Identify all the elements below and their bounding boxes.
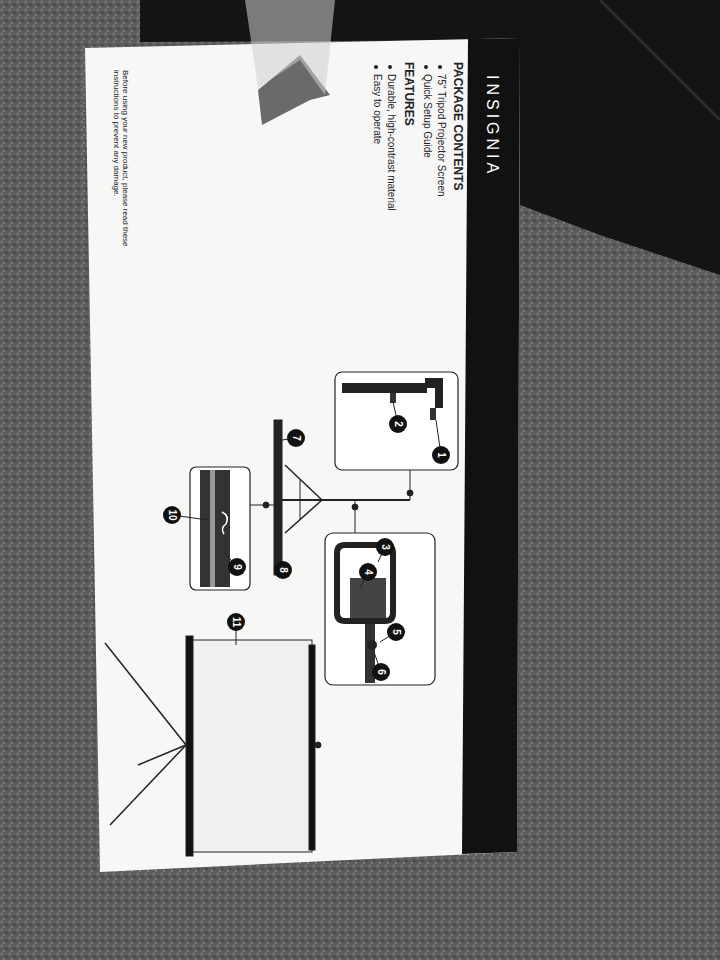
callout-text: 6 — [376, 669, 386, 675]
tape — [245, 0, 335, 95]
callout-number: 8 — [274, 561, 292, 579]
paper-sheet — [85, 38, 520, 872]
callout-text: 10 — [167, 509, 177, 520]
callout-number: 7 — [287, 429, 305, 447]
bullet-item: 75" Tripod Projector Screen — [436, 74, 448, 197]
callout-number: 4 — [359, 563, 377, 581]
brand-band — [462, 38, 520, 854]
callout-text: 2 — [393, 421, 403, 427]
bracket-inset — [335, 372, 458, 470]
bullet-item: Easy to operate — [372, 74, 384, 144]
bullet-dot — [439, 65, 443, 69]
callout-number: 10 — [163, 506, 181, 524]
callout-text: 7 — [291, 435, 301, 441]
handle-inset — [325, 533, 435, 685]
callout-text: 4 — [363, 569, 373, 575]
bullet-item: Durable, high-contrast material — [386, 74, 398, 211]
bullet-dot — [425, 65, 429, 69]
note-text: Before using your new product, please re… — [112, 70, 130, 260]
brand-title: INSIGNIA — [483, 75, 501, 177]
callout-text: 9 — [232, 564, 242, 570]
callout-text: 1 — [436, 452, 446, 458]
section-heading: PACKAGE CONTENTS — [450, 62, 464, 190]
callout-text: 3 — [380, 544, 390, 550]
bullet-dot — [375, 65, 379, 69]
callout-number: 5 — [387, 623, 405, 641]
bullet-item: Quick Setup Guide — [422, 74, 434, 158]
callout-number: 6 — [372, 663, 390, 681]
callout-number: 2 — [389, 415, 407, 433]
deployed-screen — [105, 622, 321, 856]
callout-number: 9 — [228, 558, 246, 576]
callout-text: 11 — [231, 617, 241, 628]
section-heading: FEATURES — [401, 62, 415, 126]
bullet-dot — [389, 65, 393, 69]
callout-text: 8 — [278, 567, 288, 573]
callout-number: 3 — [376, 538, 394, 556]
callout-number: 11 — [227, 613, 245, 631]
callout-text: 5 — [391, 629, 401, 635]
folded-tripod — [274, 420, 410, 575]
callout-number: 1 — [432, 446, 450, 464]
case-inset — [172, 467, 250, 590]
